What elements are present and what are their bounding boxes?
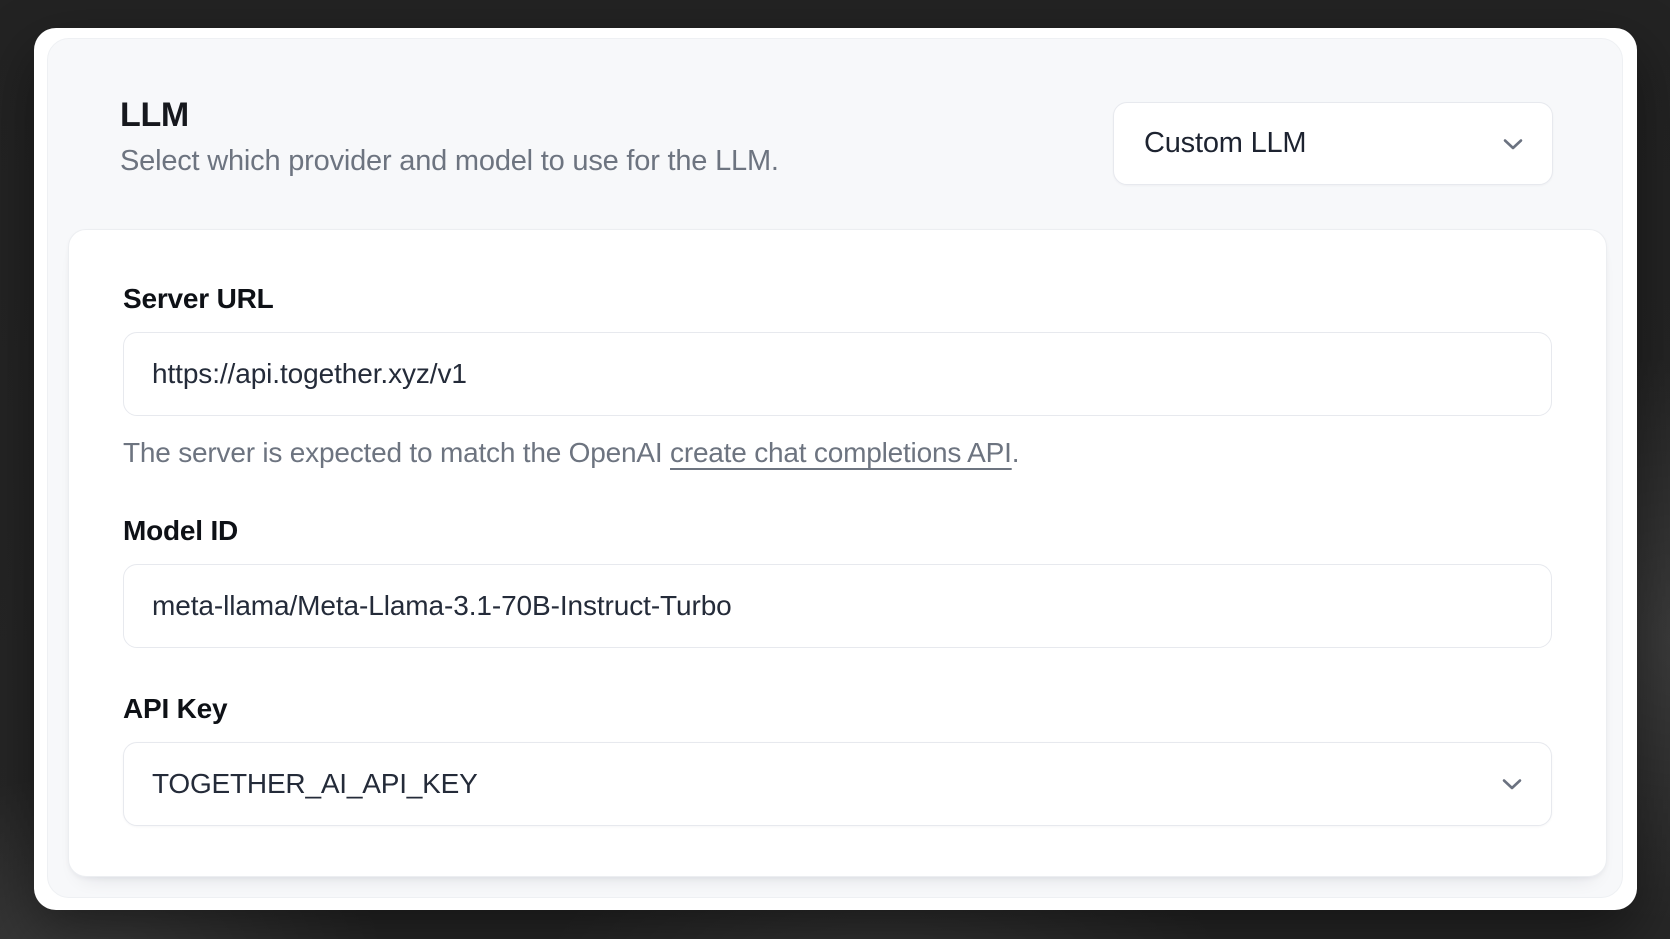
server-url-helper-suffix: . — [1011, 437, 1020, 468]
server-url-input[interactable] — [123, 332, 1552, 416]
server-url-helper-prefix: The server is expected to match the Open… — [123, 437, 671, 468]
section-description: Select which provider and model to use f… — [120, 145, 779, 177]
llm-section: LLM Select which provider and model to u… — [47, 38, 1623, 898]
create-chat-completions-link[interactable]: create chat completions API — [670, 437, 1012, 468]
api-key-field-group: API Key TOGETHER_AI_API_KEY — [123, 692, 1552, 826]
server-url-helper: The server is expected to match the Open… — [123, 436, 1552, 470]
section-title: LLM — [120, 96, 189, 134]
llm-provider-select-value: Custom LLM — [1144, 127, 1307, 159]
settings-card: LLM Select which provider and model to u… — [34, 28, 1637, 910]
custom-llm-panel: Server URL The server is expected to mat… — [68, 229, 1607, 877]
api-key-select[interactable]: TOGETHER_AI_API_KEY — [123, 742, 1552, 826]
chevron-down-icon — [1500, 131, 1526, 157]
llm-provider-select[interactable]: Custom LLM — [1113, 102, 1553, 185]
api-key-select-value: TOGETHER_AI_API_KEY — [152, 768, 478, 799]
server-url-label: Server URL — [123, 283, 274, 314]
model-id-label: Model ID — [123, 515, 239, 546]
model-id-input[interactable] — [123, 564, 1552, 648]
llm-section-header: LLM Select which provider and model to u… — [48, 39, 1622, 185]
llm-section-heading: LLM Select which provider and model to u… — [120, 94, 779, 179]
api-key-label: API Key — [123, 693, 228, 724]
chevron-down-icon — [1499, 771, 1525, 797]
server-url-field-group: Server URL The server is expected to mat… — [123, 282, 1552, 470]
model-id-field-group: Model ID — [123, 514, 1552, 648]
